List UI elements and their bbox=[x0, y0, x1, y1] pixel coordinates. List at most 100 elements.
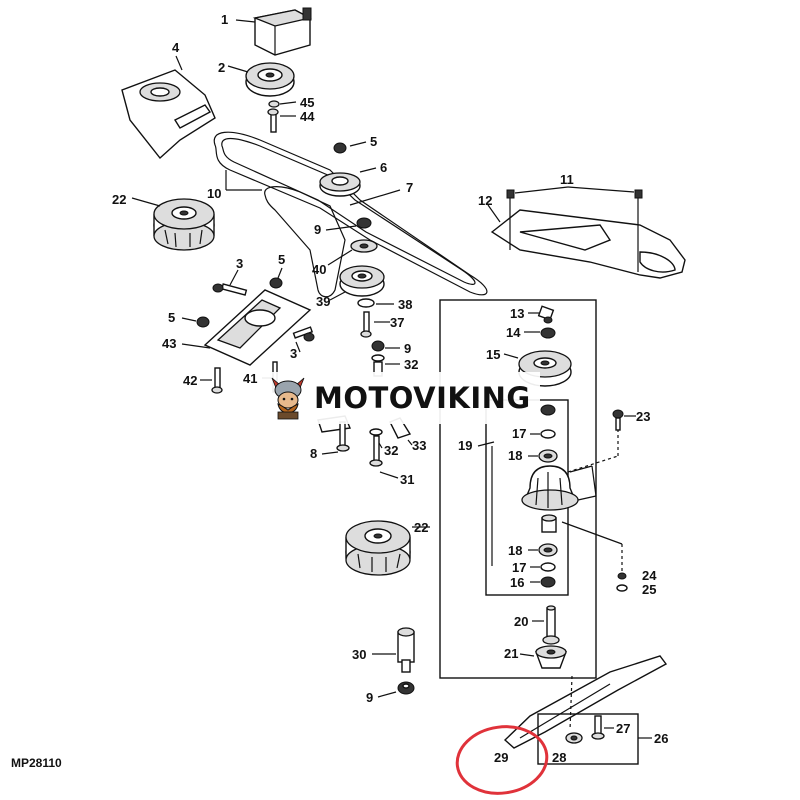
watermark-banner: MOTOVIKING bbox=[262, 372, 540, 424]
nut-14 bbox=[540, 327, 556, 339]
callout-4: 4 bbox=[172, 40, 180, 55]
pulley-2 bbox=[245, 62, 295, 97]
washer-25 bbox=[616, 584, 628, 592]
callout-20: 20 bbox=[514, 614, 528, 629]
callout-23: 23 bbox=[636, 409, 650, 424]
callout-9: 9 bbox=[314, 222, 321, 237]
callout-42: 42 bbox=[183, 373, 197, 388]
callout-38: 38 bbox=[398, 297, 412, 312]
callout-17: 17 bbox=[512, 560, 526, 575]
callout-1: 1 bbox=[221, 12, 228, 27]
drive-belt-10 bbox=[213, 131, 488, 298]
bolt-27 bbox=[591, 715, 605, 740]
idler-pulley-6 bbox=[319, 142, 361, 197]
callout-3: 3 bbox=[290, 346, 297, 361]
spindle-pulley-22-lower bbox=[345, 520, 411, 576]
grease-fitting-13 bbox=[537, 305, 555, 324]
nut-9-mid bbox=[371, 340, 385, 352]
callout-15: 15 bbox=[486, 347, 500, 362]
nut-5-right bbox=[269, 277, 283, 289]
nut-9-top bbox=[356, 217, 372, 229]
callout-10: 10 bbox=[207, 186, 221, 201]
callout-29: 29 bbox=[494, 750, 508, 765]
spindle-pulley-22-top bbox=[153, 198, 215, 251]
callout-30: 30 bbox=[352, 647, 366, 662]
callout-25: 25 bbox=[642, 582, 656, 597]
callout-27: 27 bbox=[616, 721, 630, 736]
bolt-44 bbox=[267, 100, 280, 133]
bolt-3-upper bbox=[212, 283, 248, 296]
callout-11: 11 bbox=[560, 172, 574, 187]
clutch-block bbox=[252, 7, 312, 56]
callout-32: 32 bbox=[384, 443, 398, 458]
callout-17: 17 bbox=[512, 426, 526, 441]
callout-6: 6 bbox=[380, 160, 387, 175]
callout-14: 14 bbox=[506, 325, 521, 340]
bolt-37 bbox=[360, 311, 372, 338]
callout-31: 31 bbox=[400, 472, 414, 487]
spacer-30 bbox=[397, 627, 415, 673]
callout-5: 5 bbox=[278, 252, 285, 267]
blade-hub-21 bbox=[534, 645, 568, 669]
spindle-assembly-box bbox=[439, 299, 597, 679]
bolt-42 bbox=[211, 367, 223, 394]
callout-9: 9 bbox=[366, 690, 373, 705]
callout-37: 37 bbox=[390, 315, 404, 330]
callout-26: 26 bbox=[654, 731, 668, 746]
callout-13: 13 bbox=[510, 306, 524, 321]
callout-45: 45 bbox=[300, 95, 314, 110]
deck-shield-4 bbox=[121, 69, 216, 160]
bolt-8 bbox=[336, 421, 350, 452]
callout-22: 22 bbox=[414, 520, 428, 535]
callout-12: 12 bbox=[478, 193, 492, 208]
callout-44: 44 bbox=[300, 109, 315, 124]
idler-bracket-43 bbox=[203, 289, 312, 366]
callout-2: 2 bbox=[218, 60, 225, 75]
callout-5: 5 bbox=[168, 310, 175, 325]
callout-28: 28 bbox=[552, 750, 566, 765]
viking-mascot-icon bbox=[271, 377, 305, 420]
callout-18: 18 bbox=[508, 543, 522, 558]
nut-9-bottom bbox=[397, 681, 415, 695]
watermark-text: MOTOVIKING bbox=[314, 381, 531, 415]
washer-32-upper bbox=[371, 354, 385, 362]
callout-41: 41 bbox=[243, 371, 257, 386]
nut-24 bbox=[617, 572, 627, 580]
callout-7: 7 bbox=[406, 180, 413, 195]
callout-19: 19 bbox=[458, 438, 472, 453]
callout-21: 21 bbox=[504, 646, 518, 661]
callout-18: 18 bbox=[508, 448, 522, 463]
callout-5: 5 bbox=[370, 134, 377, 149]
callout-16: 16 bbox=[510, 575, 524, 590]
bearing-stack-upper bbox=[538, 404, 558, 463]
callout-40: 40 bbox=[312, 262, 326, 277]
spindle-housing bbox=[521, 465, 579, 511]
washer-40 bbox=[350, 239, 378, 253]
callout-9: 9 bbox=[404, 341, 411, 356]
callout-24: 24 bbox=[642, 568, 657, 583]
washer-28 bbox=[565, 732, 583, 744]
figure-code: MP28110 bbox=[11, 756, 62, 770]
bolt-23 bbox=[612, 409, 624, 431]
callout-labels: 1 2 3 3 4 5 5 5 6 7 8 9 9 9 10 11 12 13 … bbox=[112, 12, 668, 765]
washer-32-lower bbox=[369, 428, 383, 436]
bolt-3-lower bbox=[292, 326, 315, 342]
callout-43: 43 bbox=[162, 336, 176, 351]
mower-blade-29 bbox=[503, 655, 668, 749]
callout-3: 3 bbox=[236, 256, 243, 271]
nut-5-left bbox=[196, 316, 210, 328]
bearing-stack-lower bbox=[538, 543, 558, 588]
callout-22: 22 bbox=[112, 192, 126, 207]
highlight-circle bbox=[455, 725, 549, 795]
callout-33: 33 bbox=[412, 438, 426, 453]
callout-32: 32 bbox=[404, 357, 418, 372]
pulley-39 bbox=[339, 265, 385, 297]
spindle-shaft-20 bbox=[542, 605, 560, 645]
bolt-31 bbox=[369, 435, 383, 467]
deck-shield-12 bbox=[490, 189, 686, 279]
washer-38 bbox=[357, 298, 375, 308]
spindle-bushing bbox=[541, 514, 557, 533]
callout-8: 8 bbox=[310, 446, 317, 461]
callout-39: 39 bbox=[316, 294, 330, 309]
